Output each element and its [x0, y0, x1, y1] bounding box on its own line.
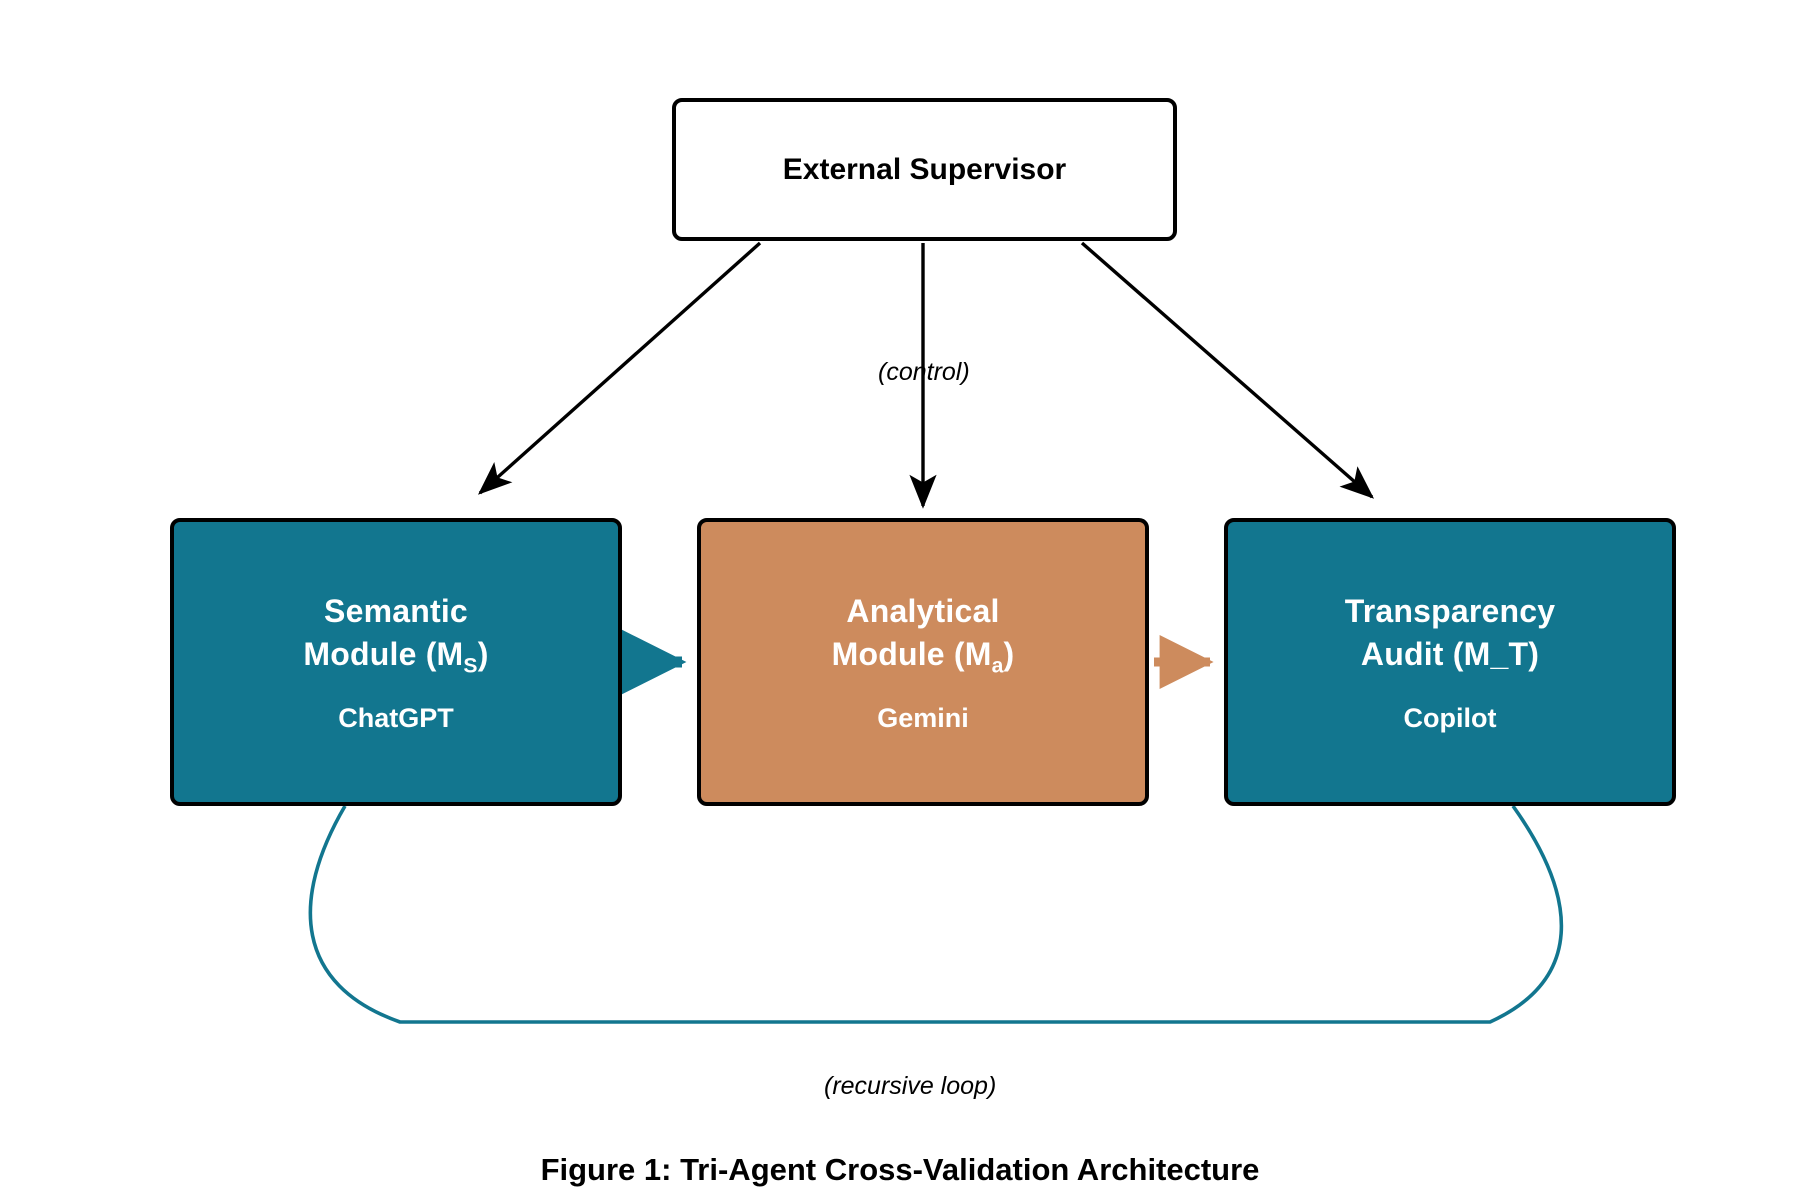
analytical-title-line1: Analytical [846, 593, 1000, 630]
node-transparency-audit[interactable]: Transparency Audit (M_T) Copilot [1224, 518, 1676, 806]
semantic-module-subtitle: ChatGPT [338, 702, 454, 733]
edge-supervisor-to-transparency [1080, 241, 1375, 499]
analytical-title-subscript: a [991, 653, 1004, 677]
supervisor-label: External Supervisor [782, 152, 1067, 186]
node-semantic-module[interactable]: Semantic Module (MS) ChatGPT [170, 518, 622, 806]
analytical-module-title: Analytical Module (Ma) [831, 590, 1015, 677]
semantic-title-line2-post: ) [477, 635, 489, 672]
transparency-title-line1: Transparency [1344, 593, 1556, 630]
edge-label-recursive-loop: (recursive loop) [824, 1072, 997, 1100]
semantic-title-line1: Semantic [324, 593, 468, 630]
figure-caption: Figure 1: Tri-Agent Cross-Validation Arc… [540, 1152, 1260, 1187]
transparency-audit-title: Transparency Audit (M_T) [1345, 590, 1556, 674]
transparency-audit-subtitle: Copilot [1403, 702, 1497, 733]
semantic-title-line2-pre: Module (M [303, 635, 464, 672]
edge-label-control: (control) [878, 358, 970, 386]
node-analytical-module[interactable]: Analytical Module (Ma) Gemini [697, 518, 1149, 806]
analytical-title-line2: Module (Ma) [831, 633, 1015, 677]
analytical-title-line2-pre: Module (M [831, 635, 992, 672]
analytical-title-line2-post: ) [1003, 635, 1015, 672]
semantic-title-line2: Module (MS) [303, 633, 489, 677]
transparency-title-line2-post: ) [1528, 635, 1540, 672]
transparency-title-line2-pre: Audit (M_T [1360, 635, 1529, 672]
transparency-title-line2: Audit (M_T) [1345, 633, 1556, 675]
semantic-module-title: Semantic Module (MS) [303, 590, 489, 677]
node-external-supervisor[interactable]: External Supervisor [672, 98, 1177, 241]
semantic-title-subscript: S [463, 653, 478, 677]
edge-supervisor-to-semantic [477, 241, 762, 495]
edge-recursive-loop [308, 804, 1564, 1024]
analytical-module-subtitle: Gemini [877, 702, 969, 733]
